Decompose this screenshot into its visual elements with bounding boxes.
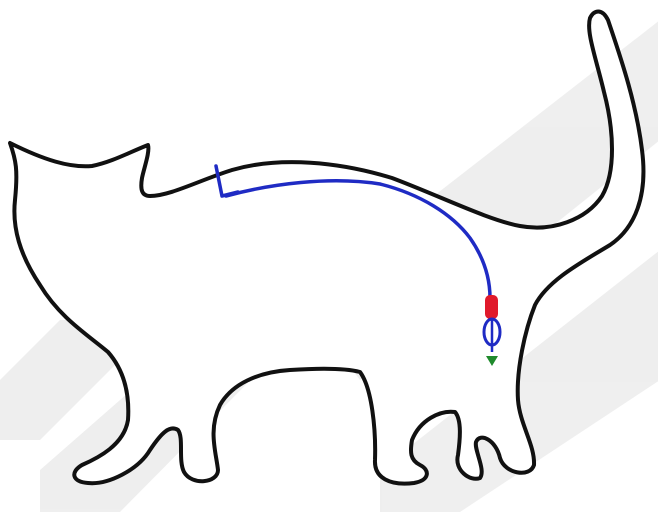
wire-hook-end bbox=[214, 164, 240, 198]
blue-wire bbox=[224, 179, 492, 300]
red-segment bbox=[485, 295, 498, 319]
green-tip bbox=[486, 356, 498, 366]
cat-body-outline bbox=[8, 9, 646, 486]
